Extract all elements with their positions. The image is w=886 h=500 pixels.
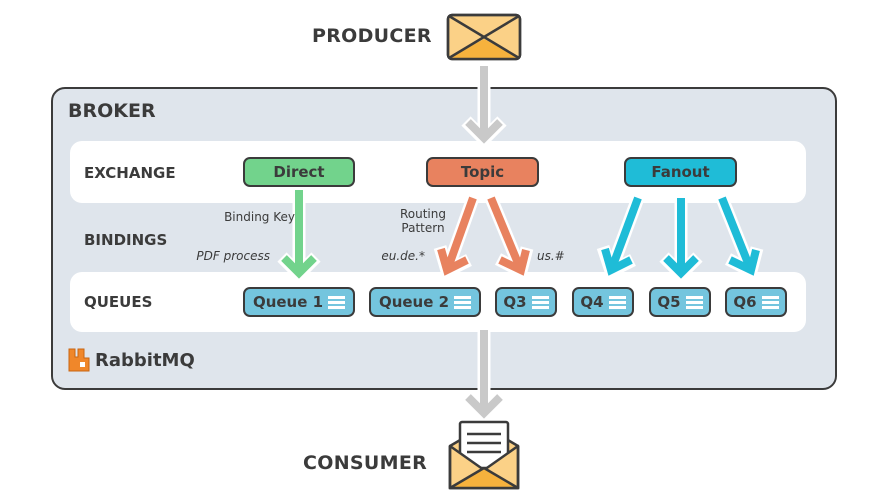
queue-1[interactable]: Queue 1 bbox=[243, 287, 355, 317]
binding-key-heading: Binding Key bbox=[224, 210, 295, 224]
broker-container bbox=[51, 87, 837, 390]
exchange-row-label: EXCHANGE bbox=[84, 164, 176, 182]
queue-messages-icon bbox=[685, 295, 703, 309]
queue-label: Q6 bbox=[733, 293, 757, 311]
exchange-topic[interactable]: Topic bbox=[426, 157, 539, 187]
queue-label: Queue 1 bbox=[252, 293, 324, 311]
envelope-closed-icon bbox=[446, 13, 522, 61]
binding-key-value: PDF process bbox=[196, 249, 270, 263]
queue-label: Q4 bbox=[580, 293, 604, 311]
queue-messages-icon bbox=[608, 295, 626, 309]
queue-2[interactable]: Queue 2 bbox=[369, 287, 481, 317]
queue-6[interactable]: Q6 bbox=[725, 287, 787, 317]
queue-label: Q3 bbox=[503, 293, 527, 311]
rabbitmq-logo-text: RabbitMQ bbox=[95, 350, 195, 371]
queue-messages-icon bbox=[761, 295, 779, 309]
broker-label: BROKER bbox=[68, 100, 156, 122]
producer-label: PRODUCER bbox=[312, 25, 432, 47]
routing-pattern-right: us.# bbox=[537, 249, 565, 263]
queue-3[interactable]: Q3 bbox=[495, 287, 557, 317]
queue-label: Queue 2 bbox=[378, 293, 450, 311]
queue-4[interactable]: Q4 bbox=[572, 287, 634, 317]
queue-label: Q5 bbox=[657, 293, 681, 311]
queue-messages-icon bbox=[531, 295, 549, 309]
rabbitmq-logo-icon bbox=[68, 348, 90, 372]
queue-messages-icon bbox=[454, 295, 472, 309]
bindings-row-label: BINDINGS bbox=[84, 231, 168, 249]
envelope-open-letter-icon bbox=[448, 420, 520, 490]
routing-pattern-heading-line1: Routing bbox=[399, 207, 446, 221]
exchange-fanout[interactable]: Fanout bbox=[624, 157, 737, 187]
routing-pattern-left: eu.de.* bbox=[381, 249, 425, 263]
queue-5[interactable]: Q5 bbox=[649, 287, 711, 317]
queue-messages-icon bbox=[328, 295, 346, 309]
queues-row-label: QUEUES bbox=[84, 293, 153, 311]
routing-pattern-heading-line2: Pattern bbox=[401, 221, 445, 235]
exchange-direct[interactable]: Direct bbox=[243, 157, 355, 187]
consumer-label: CONSUMER bbox=[303, 452, 428, 474]
